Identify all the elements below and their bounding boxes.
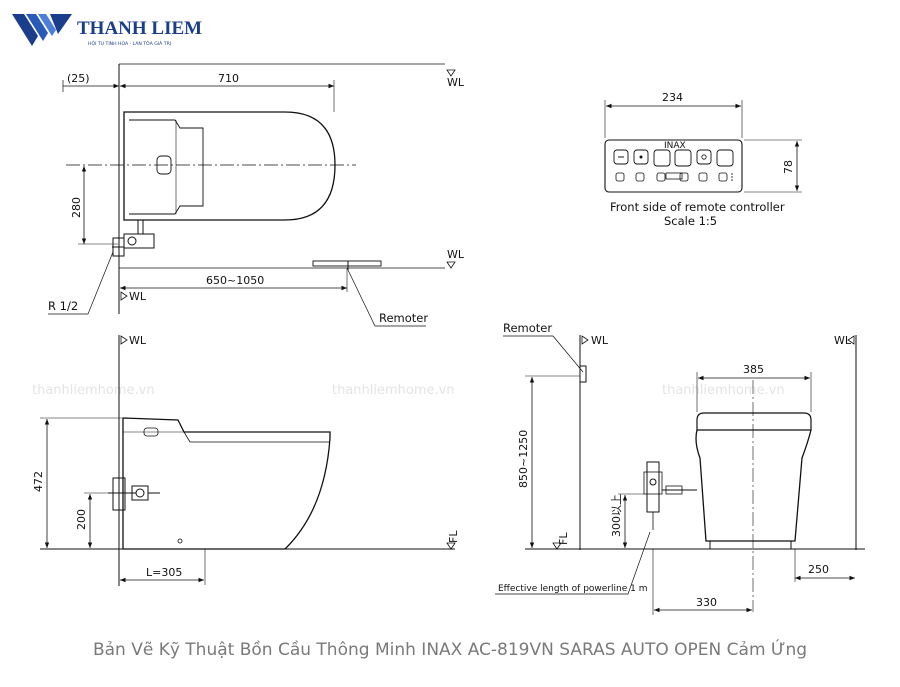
remote-caption-2: Scale 1:5 [664, 214, 717, 228]
side-view [40, 335, 456, 586]
dim-supply-height-label: 280 [70, 197, 83, 218]
ref-wall-mid: WL [447, 248, 465, 261]
remote-controller [604, 100, 802, 193]
front-center-label: 330 [696, 596, 717, 609]
brand-logo: THANH LIEM HỘI TỤ TINH HOA · LAN TỎA GIÁ… [12, 14, 202, 47]
front-ref-floor: FL [557, 532, 570, 545]
brand-name: THANH LIEM [77, 18, 202, 39]
watermark: thanhliemhome.vn [32, 383, 155, 398]
side-supply-height-label: 200 [75, 509, 88, 530]
top-view [48, 63, 456, 327]
front-ref-wall-left: WL [591, 334, 609, 347]
technical-drawing: THANH LIEM HỘI TỤ TINH HOA · LAN TỎA GIÁ… [12, 14, 865, 615]
dim-remote-range-label: 650~1050 [206, 274, 264, 287]
front-remoter-label: Remoter [503, 321, 552, 335]
front-outlet-label: 300以上 [610, 494, 623, 537]
powerline-note: Effective length of powerline 1 m [498, 584, 647, 594]
watermark: thanhliemhome.vn [662, 383, 785, 398]
dim-offset-label: (25) [67, 72, 90, 85]
side-ref-floor: FL [447, 530, 460, 543]
front-remote-height-label: 850~1250 [517, 430, 530, 488]
remote-width-label: 234 [662, 91, 683, 104]
remote-small-icon [633, 149, 649, 165]
remote-caption-1: Front side of remote controller [610, 200, 785, 214]
side-rough-in-label: L=305 [146, 566, 182, 579]
side-ref-wall: WL [129, 334, 147, 347]
remoter-label: Remoter [379, 311, 428, 325]
watermark: thanhliemhome.vn [332, 383, 455, 398]
logo-mark-icon [12, 14, 38, 46]
page-caption: Bản Vẽ Kỹ Thuật Bồn Cầu Thông Minh INAX … [92, 640, 808, 660]
front-width-label: 385 [743, 363, 764, 376]
brand-tagline: HỘI TỤ TINH HOA · LAN TỎA GIÁ TRỊ [88, 39, 171, 47]
front-ref-wall-right: WL [834, 334, 852, 347]
remote-height-label: 78 [782, 160, 795, 174]
pipe-size-label: R 1/2 [48, 299, 78, 313]
remote-flush-icon [696, 149, 712, 165]
side-height-label: 472 [32, 471, 45, 492]
ref-wall-top: WL [447, 76, 465, 89]
front-view [495, 335, 865, 615]
front-offset-label: 250 [808, 563, 829, 576]
dim-length-label: 710 [218, 72, 239, 85]
remote-stop-icon [613, 149, 629, 165]
remote-brand: INAX [664, 141, 686, 151]
ref-wall-bottom: WL [129, 290, 147, 303]
